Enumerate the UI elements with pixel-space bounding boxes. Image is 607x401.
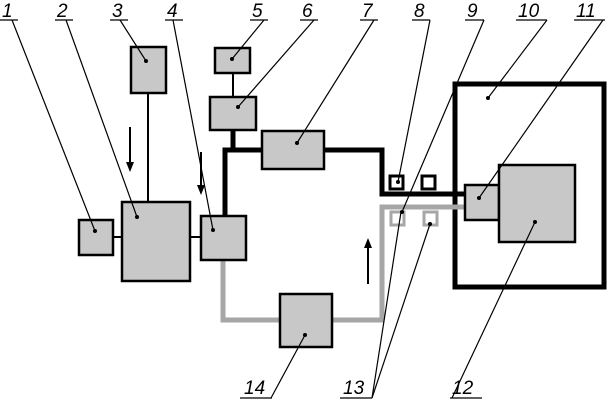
label-8: 8 xyxy=(414,1,425,22)
arrow-up-icon xyxy=(364,238,372,284)
label-9: 9 xyxy=(467,1,478,22)
leader-13b xyxy=(371,223,431,399)
leader-4 xyxy=(172,19,214,231)
leader-11 xyxy=(478,19,604,199)
label-1: 1 xyxy=(2,1,13,22)
leader-10 xyxy=(487,19,548,99)
grey-line-4-14 xyxy=(220,260,280,323)
leader-3 xyxy=(119,19,147,62)
leader-14 xyxy=(270,334,306,399)
leader-8 xyxy=(397,19,431,183)
line-7-feed xyxy=(324,147,465,197)
label-7: 7 xyxy=(362,1,374,22)
block-3 xyxy=(129,45,168,95)
label-3: 3 xyxy=(112,1,123,22)
leader-5 xyxy=(231,19,265,60)
block-1 xyxy=(77,218,115,257)
connector-8b xyxy=(420,174,437,191)
leader-1 xyxy=(11,19,96,232)
leader-2 xyxy=(65,19,138,218)
leader-6 xyxy=(237,19,315,108)
block-7 xyxy=(260,129,326,171)
chamber-10 xyxy=(452,81,607,290)
label-14: 14 xyxy=(244,378,265,399)
label-12: 12 xyxy=(452,378,474,399)
arrow-down-icon xyxy=(197,152,205,195)
block-6 xyxy=(208,95,258,132)
label-6: 6 xyxy=(302,1,313,22)
block-11 xyxy=(463,183,501,222)
label-4: 4 xyxy=(167,1,178,22)
leader-13a xyxy=(371,211,402,399)
label-11: 11 xyxy=(576,1,596,22)
label-2: 2 xyxy=(56,1,68,22)
leader-7 xyxy=(296,19,375,144)
label-5: 5 xyxy=(252,1,263,22)
block-2 xyxy=(120,200,192,283)
block-4 xyxy=(199,214,248,262)
label-10: 10 xyxy=(518,1,540,22)
block-12 xyxy=(497,163,577,244)
grey-line-14-return xyxy=(332,204,465,323)
line-junction-4 xyxy=(222,147,262,216)
leader-12 xyxy=(451,221,536,399)
arrow-down-icon xyxy=(126,127,134,172)
block-14 xyxy=(278,292,334,349)
leader-9 xyxy=(401,19,485,213)
label-13: 13 xyxy=(343,378,365,399)
